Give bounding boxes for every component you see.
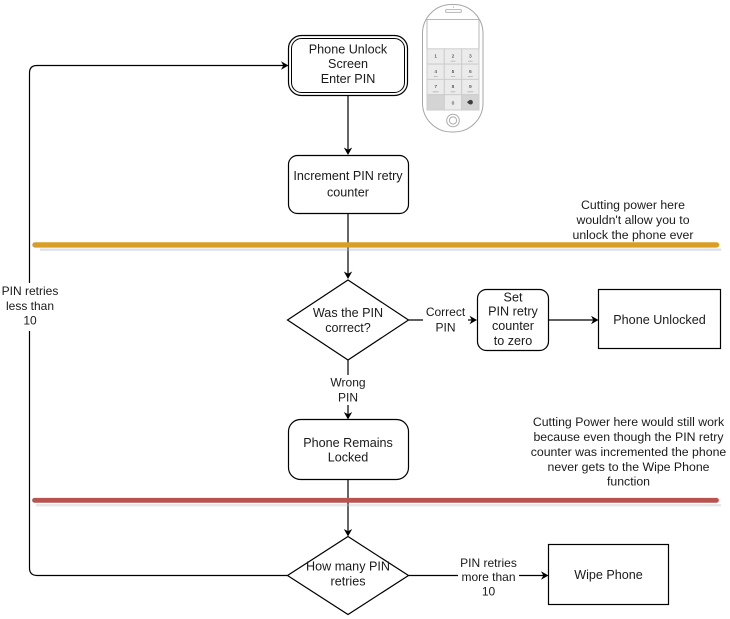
svg-text:10: 10 xyxy=(482,585,496,599)
svg-text:unlock the phone ever: unlock the phone ever xyxy=(572,228,693,242)
svg-text:never gets to the Wipe Phone: never gets to the Wipe Phone xyxy=(547,460,709,474)
svg-text:10: 10 xyxy=(23,314,37,328)
svg-text:1: 1 xyxy=(434,54,437,60)
svg-text:8: 8 xyxy=(452,84,455,90)
svg-text:Phone Remains: Phone Remains xyxy=(303,436,393,450)
svg-text:Phone Unlock: Phone Unlock xyxy=(309,42,388,56)
svg-text:Locked: Locked xyxy=(328,450,369,464)
svg-text:0: 0 xyxy=(452,100,455,106)
svg-text:because even though the PIN re: because even though the PIN retry xyxy=(533,430,724,444)
svg-text:less than: less than xyxy=(6,299,54,313)
svg-text:Correct: Correct xyxy=(426,305,466,319)
svg-text:to zero: to zero xyxy=(494,334,533,348)
svg-text:Wrong: Wrong xyxy=(330,376,365,390)
svg-text:PIN retries: PIN retries xyxy=(460,556,517,570)
svg-text:9: 9 xyxy=(469,84,472,90)
svg-text:Cutting Power here would still: Cutting Power here would still work xyxy=(533,415,725,429)
svg-text:PIN retries: PIN retries xyxy=(2,284,59,298)
svg-text:PIN: PIN xyxy=(338,391,358,405)
svg-text:function: function xyxy=(607,475,650,489)
svg-text:counter: counter xyxy=(492,319,534,333)
svg-text:Increment PIN retry: Increment PIN retry xyxy=(293,169,403,183)
svg-text:How many PIN: How many PIN xyxy=(306,560,390,574)
svg-text:Wipe Phone: Wipe Phone xyxy=(574,568,643,582)
svg-text:more than: more than xyxy=(461,570,515,584)
svg-text:correct?: correct? xyxy=(325,321,371,335)
svg-text:retries: retries xyxy=(331,575,366,589)
svg-text:PIN retry: PIN retry xyxy=(488,304,538,318)
svg-text:Enter PIN: Enter PIN xyxy=(321,72,376,86)
svg-text:2: 2 xyxy=(452,54,455,60)
svg-text:7: 7 xyxy=(434,84,437,90)
svg-text:Screen: Screen xyxy=(328,57,368,71)
svg-text:6: 6 xyxy=(469,69,472,75)
svg-text:5: 5 xyxy=(452,69,455,75)
svg-text:Was the PIN: Was the PIN xyxy=(313,306,383,320)
svg-text:3: 3 xyxy=(469,54,472,60)
svg-text:Set: Set xyxy=(504,290,523,304)
svg-text:counter was incremented the ph: counter was incremented the phone xyxy=(531,445,727,459)
svg-text:Cutting power here: Cutting power here xyxy=(581,198,685,212)
svg-text:wouldn't allow you to: wouldn't allow you to xyxy=(575,213,689,227)
svg-text:Phone Unlocked: Phone Unlocked xyxy=(613,313,705,327)
svg-text:PIN: PIN xyxy=(435,321,455,335)
svg-text:counter: counter xyxy=(327,186,369,200)
svg-text:4: 4 xyxy=(434,69,437,75)
